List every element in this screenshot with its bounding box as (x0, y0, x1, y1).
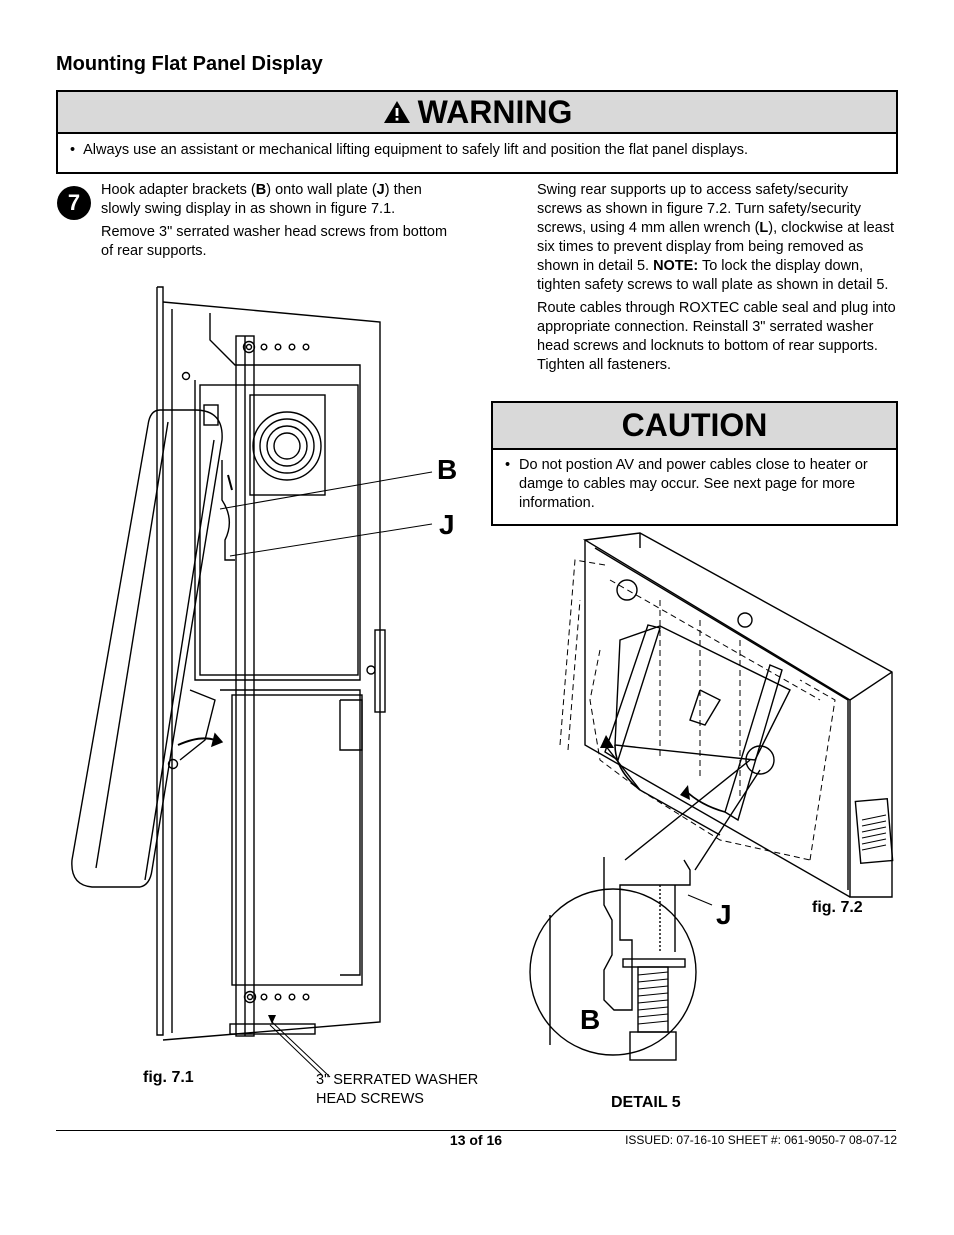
step-right-para-1: Swing rear supports up to access safety/… (537, 182, 894, 293)
detail-callout-b: B (580, 1004, 601, 1035)
caution-body: • Do not postion AV and power cables clo… (493, 450, 896, 513)
footer-rule (56, 1130, 896, 1131)
caution-header: CAUTION (493, 403, 896, 450)
issued-info: ISSUED: 07-16-10 SHEET #: 061-9050-7 08-… (625, 1133, 897, 1147)
callout-j: J (439, 509, 455, 540)
step-left-text: Hook adapter brackets (B) onto wall plat… (101, 181, 461, 265)
bullet-glyph: • (505, 457, 511, 473)
page-number: 13 of 16 (449, 1132, 503, 1148)
caution-bullet-text: Do not postion AV and power cables close… (519, 457, 868, 511)
step-number-badge: 7 (57, 186, 91, 220)
step-right-para-2: Route cables through ROXTEC cable seal a… (537, 300, 896, 373)
warning-box: WARNING • Always use an assistant or mec… (56, 90, 898, 174)
screws-callout: 3" SERRATED WASHER HEAD SCREWS (316, 1072, 479, 1107)
step-right-text: Swing rear supports up to access safety/… (537, 181, 897, 379)
fig-7-1-label: fig. 7.1 (143, 1069, 194, 1086)
caution-box: CAUTION • Do not postion AV and power ca… (491, 401, 898, 526)
warning-body: • Always use an assistant or mechanical … (58, 134, 896, 158)
step-left-para-1: Hook adapter brackets (B) onto wall plat… (101, 182, 422, 217)
fig-7-2-label: fig. 7.2 (812, 899, 863, 916)
caution-heading: CAUTION (621, 407, 768, 443)
detail-5-label: DETAIL 5 (611, 1094, 681, 1111)
step-left-para-2: Remove 3" serrated washer head screws fr… (101, 224, 448, 259)
warning-triangle-icon (383, 101, 410, 123)
warning-header: WARNING (58, 92, 896, 134)
bullet-glyph: • (70, 142, 84, 158)
detail-callout-j: J (716, 899, 732, 930)
warning-bullet-text: Always use an assistant or mechanical li… (83, 142, 749, 158)
callout-b: B (437, 454, 458, 485)
warning-heading: WARNING (417, 93, 573, 130)
section-title: Mounting Flat Panel Display (56, 53, 323, 75)
